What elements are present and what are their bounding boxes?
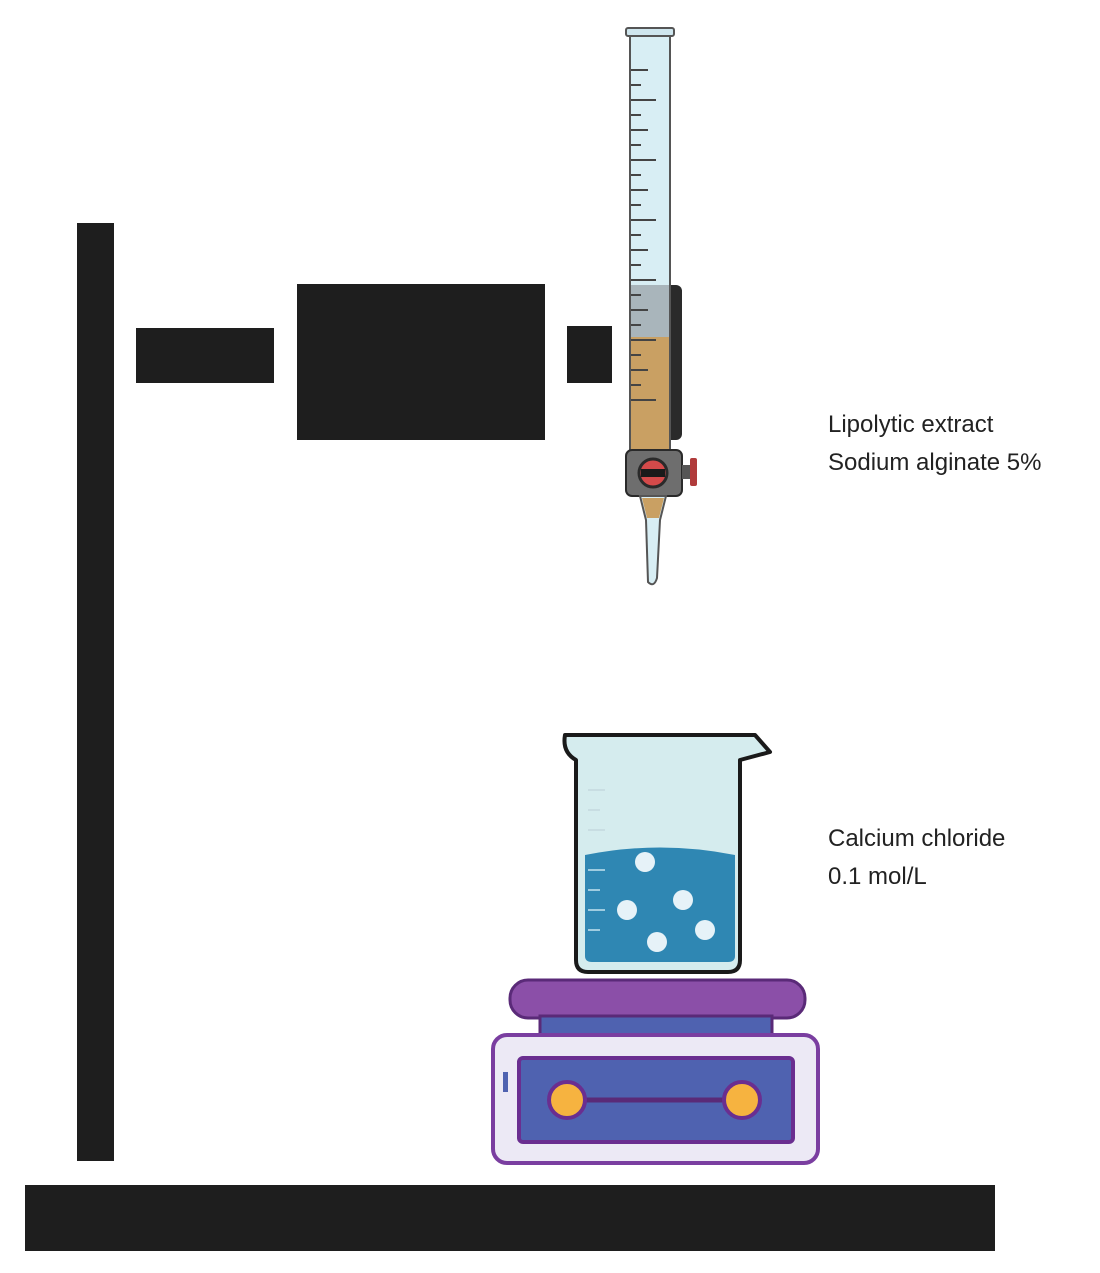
stirrer-side-slot xyxy=(503,1072,508,1092)
bead xyxy=(673,890,693,910)
clamp-block xyxy=(297,284,545,440)
burette xyxy=(625,27,697,586)
clamp-jaw xyxy=(567,326,612,383)
stopcock xyxy=(625,449,697,497)
bead xyxy=(695,920,715,940)
bead xyxy=(635,852,655,872)
beaker-label-line2: 0.1 mol/L xyxy=(828,863,927,890)
stirrer-knob-left-icon xyxy=(547,1080,587,1120)
burette-label-line1: Lipolytic extract xyxy=(828,411,994,438)
stand-rod xyxy=(77,223,114,1161)
burette-tip-liquid xyxy=(642,498,664,518)
bead xyxy=(647,932,667,952)
stopcock-stem xyxy=(682,465,692,479)
beaker-scale xyxy=(588,789,605,831)
retort-stand xyxy=(25,223,995,1251)
burette-label-line2: Sodium alginate 5% xyxy=(828,449,1042,476)
beaker-scale-submerged xyxy=(588,869,605,931)
burette-rim xyxy=(625,27,675,37)
beaker xyxy=(562,733,772,974)
stopcock-valve-slot xyxy=(641,469,665,477)
stand-base xyxy=(25,1185,995,1251)
alginate-beads xyxy=(617,852,715,952)
burette-solution-label: Lipolytic extract Sodium alginate 5% xyxy=(828,406,1041,482)
bead xyxy=(617,900,637,920)
clamp-arm xyxy=(136,328,274,383)
magnetic-stirrer xyxy=(491,978,820,1165)
burette-scale xyxy=(631,69,656,401)
stopcock-handle xyxy=(690,458,697,486)
beaker-solution-label: Calcium chloride 0.1 mol/L xyxy=(828,820,1005,896)
stirrer-knob-right-icon xyxy=(722,1080,762,1120)
beaker-label-line1: Calcium chloride xyxy=(828,825,1006,852)
burette-tip xyxy=(638,495,668,586)
stirrer-top-plate xyxy=(508,978,807,1020)
